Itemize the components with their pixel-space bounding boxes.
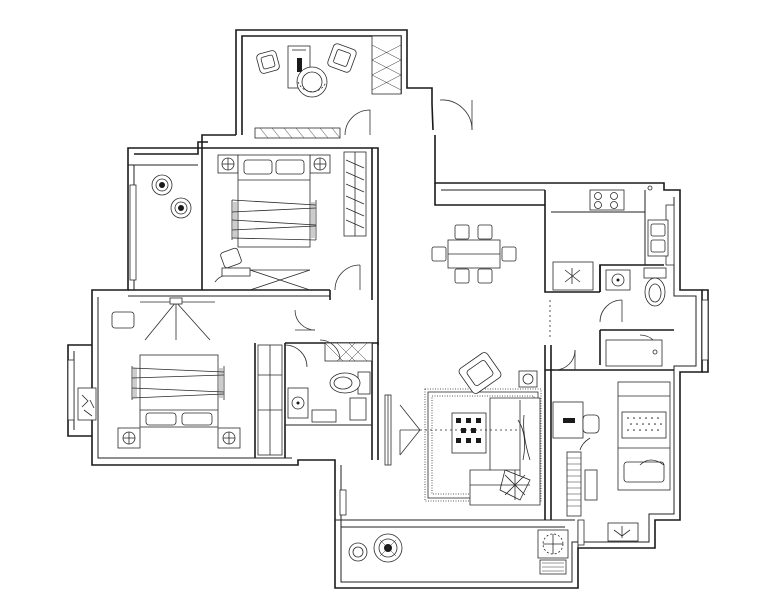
- armchair-icon: [256, 50, 280, 74]
- living-room: [424, 352, 542, 506]
- basin-icon: [605, 269, 631, 291]
- armchair-icon: [458, 352, 502, 394]
- fridge-icon: [552, 261, 594, 291]
- throw-pillow-icon: [499, 469, 531, 501]
- shower-icon: [605, 339, 663, 367]
- nightstand-icon: [117, 427, 241, 449]
- study-room: [256, 43, 357, 98]
- chair-icon: [348, 542, 368, 562]
- desk-icon: [552, 401, 584, 439]
- wardrobe-icon: [343, 151, 367, 237]
- office-chair-icon: [296, 66, 328, 98]
- toilet-icon: [329, 371, 371, 395]
- plant-icon: [607, 522, 639, 542]
- single-bed-icon: [617, 381, 671, 491]
- detail-lines: [420, 300, 551, 431]
- nightstand-icon: [217, 154, 331, 174]
- round-table-icon: [373, 533, 403, 563]
- plant-icon: [77, 387, 97, 421]
- outer-walls: [67, 29, 709, 589]
- dining-area: [431, 224, 517, 284]
- piano-icon: [566, 451, 598, 517]
- master-bedroom: [214, 151, 367, 291]
- chair-icon: [170, 197, 192, 219]
- sink-icon: [647, 219, 669, 257]
- round-table-icon: [151, 174, 173, 196]
- doors: [284, 99, 661, 466]
- bathroom-middle: [287, 371, 371, 423]
- office-chair-icon: [579, 414, 600, 451]
- plant-icon: [517, 414, 531, 461]
- desk-icon: [221, 267, 311, 291]
- second-bedroom: [77, 297, 283, 456]
- third-bedroom: [552, 381, 671, 542]
- stove-icon: [589, 189, 625, 211]
- wardrobe-icon: [257, 344, 283, 456]
- bathroom-east: [605, 267, 667, 367]
- kitchen: [552, 185, 669, 291]
- dining-table-icon: [447, 239, 501, 269]
- toilet-icon: [643, 267, 667, 307]
- double-bed-icon: [231, 154, 317, 248]
- windows: [67, 35, 709, 546]
- west-balcony: [151, 174, 192, 219]
- basin-icon: [287, 387, 309, 419]
- chair-icon: [214, 247, 242, 283]
- interior-walls: [128, 147, 674, 520]
- dining-chair-icon: [431, 224, 517, 284]
- double-bed-icon: [131, 354, 225, 428]
- south-balcony: [348, 529, 569, 575]
- ceiling-light-icon: [140, 297, 215, 341]
- coffee-table-icon: [451, 412, 487, 454]
- side-table-icon: [518, 370, 538, 388]
- armchair-icon: [327, 43, 357, 73]
- plant-icon: [537, 529, 569, 559]
